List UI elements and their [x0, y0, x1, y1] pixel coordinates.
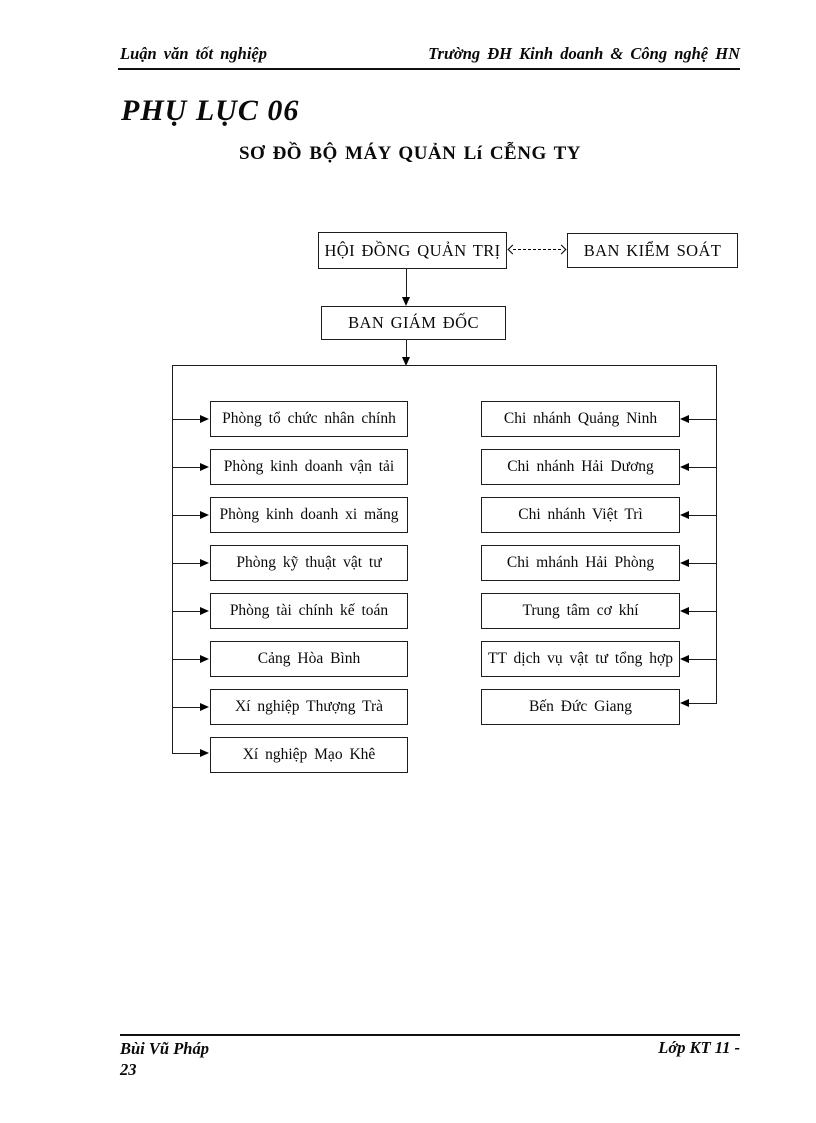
left-branch-line [173, 753, 201, 754]
unit-label: Phòng kinh doanh vận tải [223, 458, 395, 475]
units-frame-top-line [172, 365, 717, 366]
footer-rule [120, 1034, 740, 1036]
units-frame-left-rail [172, 365, 173, 754]
arrow-left-icon [680, 699, 689, 707]
unit-label: Xí nghiệp Thượng Trà [234, 698, 384, 715]
unit-label: Chi mhánh Hải Phòng [506, 554, 655, 571]
left-branch-line [173, 611, 201, 612]
connector-board-management [406, 269, 407, 298]
left-branch-line [173, 419, 201, 420]
unit-box: Chi mhánh Hải Phòng [481, 545, 680, 581]
right-branch-line [688, 563, 716, 564]
unit-label: Phòng tổ chức nhân chính [222, 410, 396, 427]
unit-box: Chi nhánh Việt Trì [481, 497, 680, 533]
unit-box: Chi nhánh Hải Dương [481, 449, 680, 485]
unit-label: Phòng kỹ thuật vật tư [236, 554, 382, 571]
arrow-left-icon [680, 511, 689, 519]
right-branch-line [688, 515, 716, 516]
unit-label: Phòng tài chính kế toán [229, 602, 389, 619]
right-branch-line [688, 703, 716, 704]
arrow-right-icon [200, 559, 209, 567]
appendix-title: PHỤ LỤC 06 [121, 94, 300, 127]
unit-label: Cảng Hòa Bình [257, 650, 361, 667]
units-frame-right-rail [716, 365, 717, 704]
unit-label: Chi nhánh Việt Trì [518, 506, 643, 523]
unit-box: Xí nghiệp Mạo Khê [210, 737, 408, 773]
unit-label: Xí nghiệp Mạo Khê [242, 746, 376, 763]
header-right-text: Trường ĐH Kinh doanh & Công nghệ HN [428, 44, 740, 63]
unit-box: Phòng tài chính kế toán [210, 593, 408, 629]
arrow-down-icon [402, 297, 410, 306]
left-branch-line [173, 659, 201, 660]
node-supervisory-board: BAN KIỂM SOÁT [567, 233, 738, 268]
right-branch-line [688, 467, 716, 468]
left-branch-line [173, 707, 201, 708]
unit-box: Cảng Hòa Bình [210, 641, 408, 677]
arrow-right-icon [200, 415, 209, 423]
footer-author-block: Bùi Vũ Pháp 23 [120, 1038, 209, 1080]
arrow-right-icon [200, 749, 209, 757]
footer-class: Lớp KT 11 - [658, 1038, 740, 1057]
arrow-left-icon [680, 607, 689, 615]
unit-box: Phòng tổ chức nhân chính [210, 401, 408, 437]
unit-label: Trung tâm cơ khí [522, 602, 639, 619]
footer-page-number: 23 [120, 1060, 137, 1079]
node-board-of-directors: HỘI ĐỒNG QUẢN TRỊ [318, 232, 507, 269]
unit-box: Phòng kỹ thuật vật tư [210, 545, 408, 581]
unit-label: Chi nhánh Quảng Ninh [503, 410, 658, 427]
right-branch-line [688, 659, 716, 660]
left-branch-line [173, 467, 201, 468]
left-branch-line [173, 515, 201, 516]
arrow-right-icon [556, 244, 567, 255]
arrow-right-icon [200, 703, 209, 711]
arrow-left-icon [680, 559, 689, 567]
unit-box: Xí nghiệp Thượng Trà [210, 689, 408, 725]
unit-label: Phòng kinh doanh xi măng [219, 506, 399, 523]
arrow-left-icon [680, 463, 689, 471]
unit-box: Phòng kinh doanh xi măng [210, 497, 408, 533]
diagram-title: SƠ ĐỒ BỘ MÁY QUẢN Lí CỄNG TY [238, 143, 582, 164]
arrow-right-icon [200, 655, 209, 663]
node-management-board: BAN GIÁM ĐỐC [321, 306, 506, 340]
right-branch-line [688, 611, 716, 612]
node-supervisory-label: BAN KIỂM SOÁT [583, 240, 722, 260]
connector-management-units [406, 340, 407, 358]
arrow-left-icon [507, 244, 518, 255]
header-rule [118, 68, 740, 70]
unit-label: TT dịch vụ vật tư tổng hợp [488, 650, 673, 667]
right-branch-line [688, 419, 716, 420]
unit-box: Chi nhánh Quảng Ninh [481, 401, 680, 437]
arrow-down-icon [402, 357, 410, 366]
left-branch-line [173, 563, 201, 564]
footer-author: Bùi Vũ Pháp [120, 1039, 209, 1058]
arrow-right-icon [200, 511, 209, 519]
dashed-line [513, 249, 561, 250]
arrow-right-icon [200, 463, 209, 471]
page-header: Luận văn tốt nghiệp Trường ĐH Kinh doanh… [120, 44, 740, 64]
node-management-label: BAN GIÁM ĐỐC [348, 313, 479, 332]
arrow-left-icon [680, 415, 689, 423]
unit-label: Chi nhánh Hải Dương [507, 458, 654, 475]
unit-box: TT dịch vụ vật tư tổng hợp [481, 641, 680, 677]
unit-box: Phòng kinh doanh vận tải [210, 449, 408, 485]
arrow-right-icon [200, 607, 209, 615]
node-board-label: HỘI ĐỒNG QUẢN TRỊ [324, 240, 501, 260]
unit-box: Bến Đức Giang [481, 689, 680, 725]
dashed-two-way-connector [507, 243, 567, 256]
arrow-left-icon [680, 655, 689, 663]
unit-box: Trung tâm cơ khí [481, 593, 680, 629]
header-left-text: Luận văn tốt nghiệp [120, 44, 267, 63]
unit-label: Bến Đức Giang [528, 698, 633, 715]
